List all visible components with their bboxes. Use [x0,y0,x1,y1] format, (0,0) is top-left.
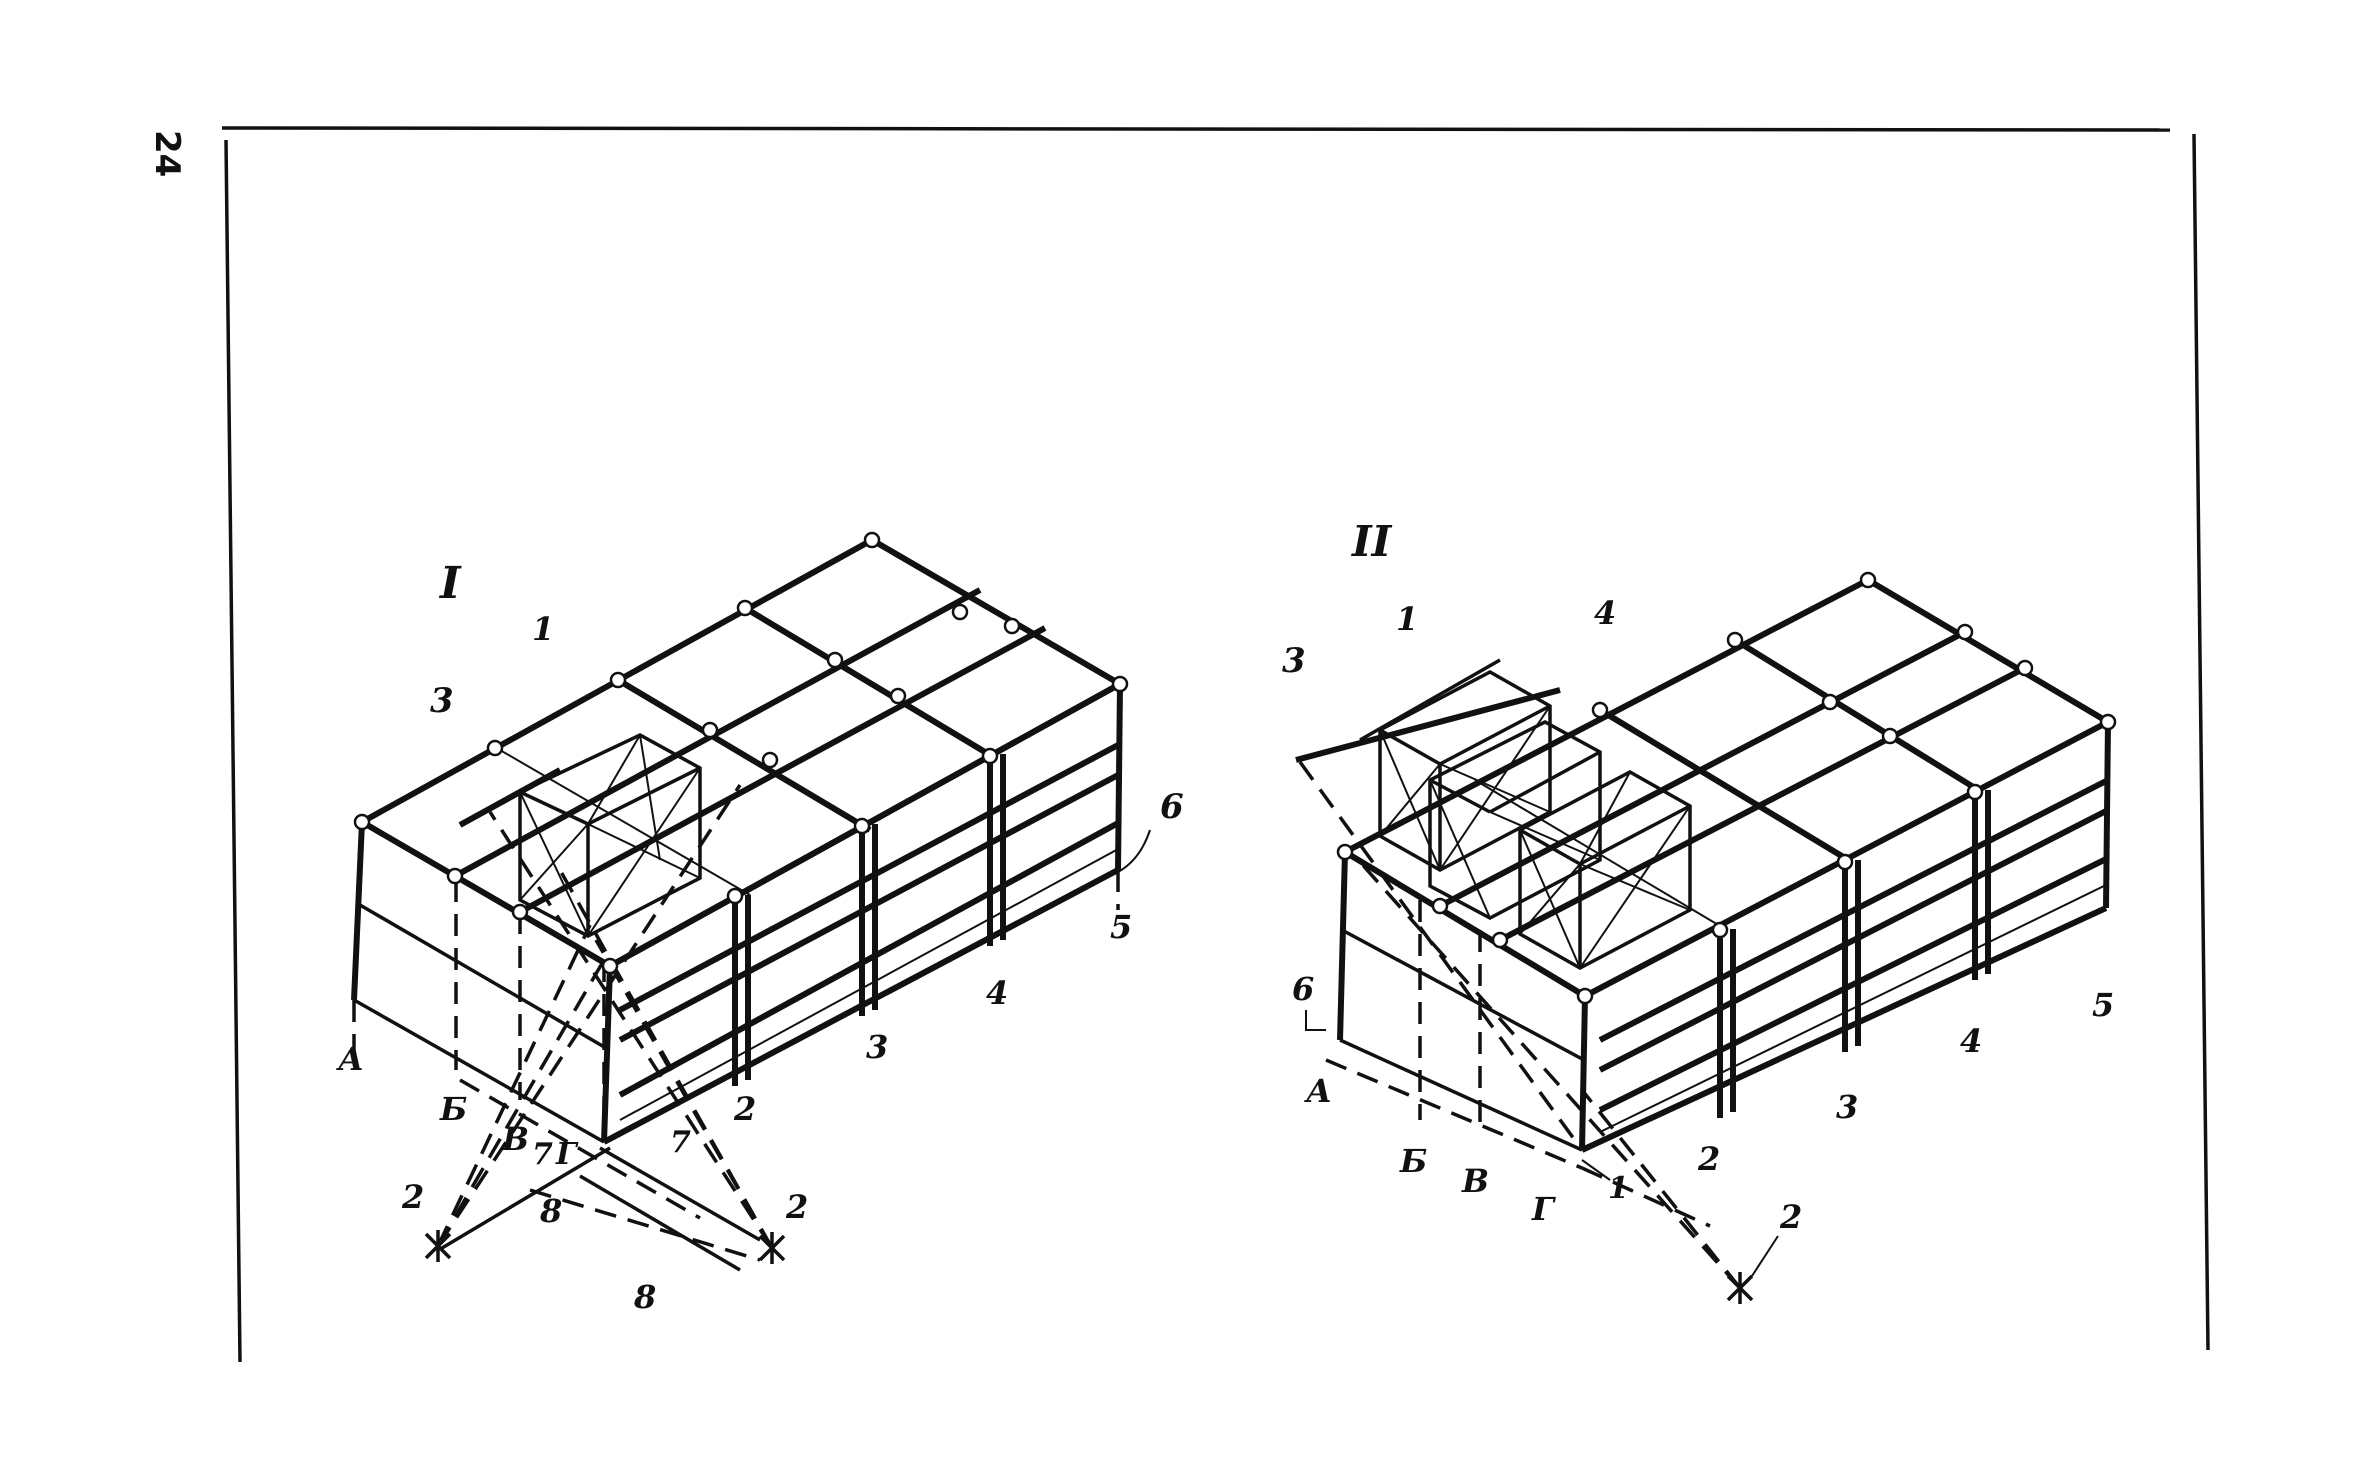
fig-I-axis-G: Г [555,1137,579,1172]
fig-I-label-6: 6 [1160,787,1184,827]
fig-II-axis-3: 3 [1836,1088,1858,1126]
fig-I-axis-4: 4 [986,974,1008,1012]
fig-I-label-7a: 7 [532,1137,553,1172]
fig-II-label-4: 4 [1594,594,1616,632]
fig-II-label-1b: 1 [1608,1171,1629,1206]
fig-II-axis-B: Б [1399,1142,1427,1180]
fig-I-axis-3: 3 [866,1028,888,1066]
fig-I-axis-V: В [501,1120,529,1158]
fig-II-axis-V: В [1461,1162,1489,1200]
figure-I: I [336,531,1184,1316]
fig-II-axis-G: Г [1531,1190,1556,1228]
fig-II-label-2: 2 [1779,1198,1802,1236]
page-number: 24 [147,130,187,177]
fig-I-label-8b: 8 [633,1278,656,1316]
figure-I-title: I [438,558,462,609]
crane-position-icon [1726,1272,1754,1304]
crane-position-icon [424,1230,452,1262]
fig-I-axis-A: А [336,1040,364,1078]
fig-I-label-2a: 2 [401,1178,424,1216]
fig-I-label-2b: 2 [785,1188,808,1226]
fig-II-label-6: 6 [1292,970,1314,1008]
fig-I-label-7b: 7 [670,1125,691,1160]
fig-II-axis-4: 4 [1960,1022,1982,1060]
page-frame [221,126,2210,1363]
fig-I-label-1: 1 [532,610,554,648]
figure-II: II [1282,517,2117,1304]
fig-II-axis-2: 2 [1697,1140,1720,1178]
fig-I-label-8a: 8 [539,1192,562,1230]
figure-II-title: II [1351,517,1393,566]
fig-II-label-1: 1 [1396,600,1418,638]
fig-I-axis-B: Б [439,1090,467,1128]
fig-II-label-3: 3 [1282,641,1306,681]
crane-position-icon [758,1232,786,1264]
fig-II-axis-A: А [1304,1072,1332,1110]
fig-II-axis-5: 5 [2092,986,2114,1024]
fig-I-axis-5: 5 [1110,908,1132,946]
fig-I-label-3: 3 [430,681,454,721]
fig-I-axis-2: 2 [733,1090,756,1128]
